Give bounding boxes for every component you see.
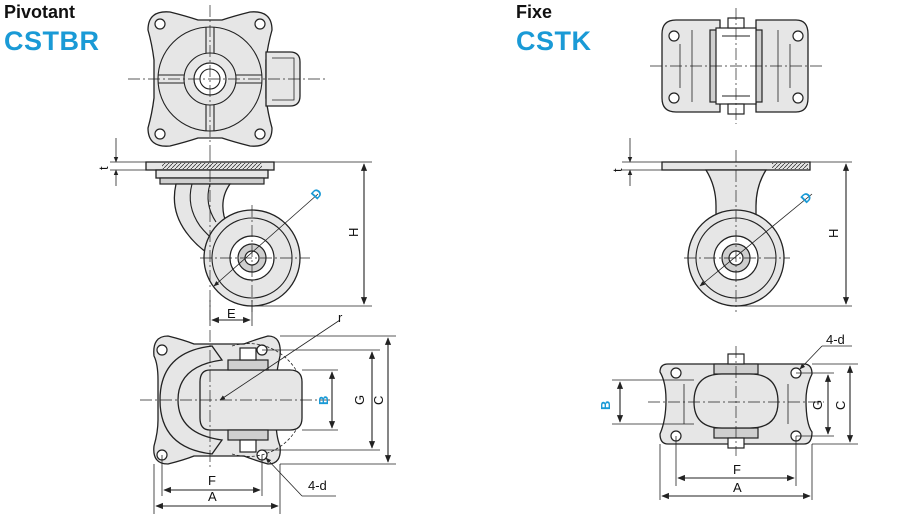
dim-B-label-right: B [598,401,613,410]
dim-r-label: r [338,310,343,325]
cstbr-side-view: D t H E [96,138,372,326]
cstbr-top-view [128,5,325,150]
dim-C-label-left: C [371,396,386,405]
left-model-code: CSTBR [4,26,100,56]
dim-A-label-left: A [208,489,217,504]
dim-C-label-right: C [833,401,848,410]
dim-holes-label-left: 4-d [308,478,327,493]
dim-H-label-left: H [346,228,361,237]
dim-A-label-right: A [733,480,742,495]
cstk-bottom-view: B G C 4-d F A [598,332,858,500]
dim-B-label-left: B [316,396,331,405]
dim-H-label-right: H [826,229,841,238]
dim-G-label-right: G [810,400,825,410]
cstbr-bottom-view: r B G C F A [140,310,396,514]
right-type-label: Fixe [516,2,553,22]
cstk-side-view: D t H [610,138,852,312]
dim-F-label-right: F [733,462,741,477]
dim-G-label-left: G [352,395,367,405]
dim-D-label-left: D [308,185,325,202]
dim-holes-label-right: 4-d [826,332,845,347]
dim-t-label-right: t [610,168,625,172]
dim-E-label: E [227,306,236,321]
right-model-code: CSTK [516,26,592,56]
dim-F-label-left: F [208,473,216,488]
left-type-label: Pivotant [4,2,76,22]
cstk-top-view [650,8,822,124]
dim-t-label-left: t [96,166,111,170]
